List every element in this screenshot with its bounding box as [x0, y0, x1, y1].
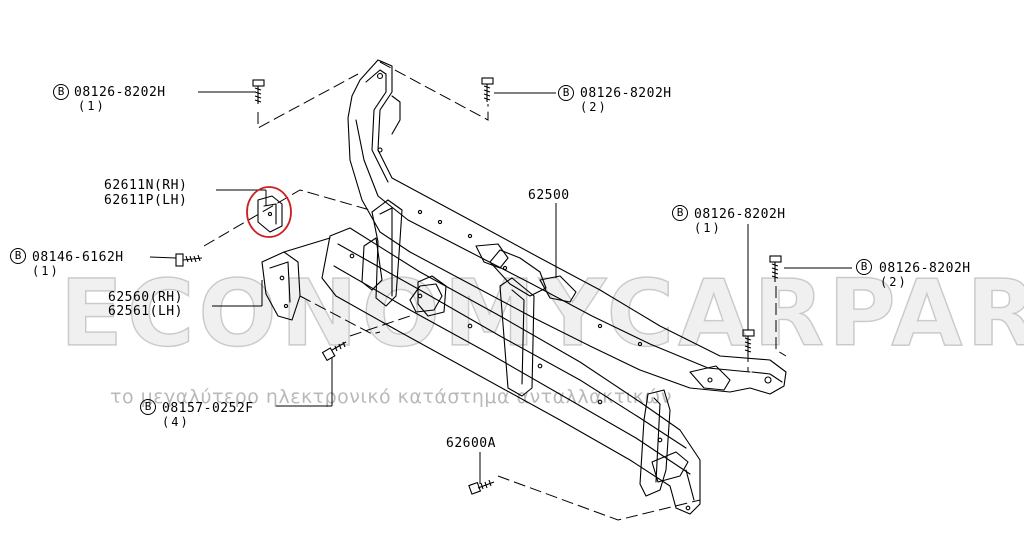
hood-lock-frame	[409, 283, 443, 313]
part-label-62561: 62561(LH)	[108, 304, 183, 319]
b-mark-icon: B	[53, 84, 69, 100]
b-mark-icon: B	[140, 399, 156, 415]
upper-radiator-support	[347, 59, 787, 395]
part-number-label: 08126-8202H	[580, 86, 672, 101]
quantity-label: (2)	[880, 275, 908, 289]
bolt-icon	[468, 479, 495, 495]
right-side-stay	[639, 389, 689, 497]
quantity-label: (1)	[32, 264, 60, 278]
watermark-slogan: το μεγαλύτερο ηλεκτρονικό κατάστημα αντα…	[110, 386, 672, 408]
part-number-label: 08146-6162H	[32, 250, 124, 265]
part-number-label: 08126-8202H	[74, 85, 166, 100]
part-label-62560: 62560(RH)	[108, 290, 183, 305]
b-mark-icon: B	[672, 205, 688, 221]
bolt-icon	[769, 255, 782, 282]
watermark-brand: ECONOMYCARPARTS.GR	[59, 259, 1024, 368]
quantity-label: (2)	[580, 100, 608, 114]
part-number-label: 08126-8202H	[694, 207, 786, 222]
assembly-dashes	[203, 61, 787, 521]
bracket-62560	[261, 237, 331, 321]
quantity-label: (1)	[78, 99, 106, 113]
part-number-label: 08157-0252F	[162, 401, 254, 416]
part-label-62611n: 62611N(RH)	[104, 178, 188, 193]
part-label-62600a: 62600A	[446, 436, 496, 451]
left-side-stay	[361, 199, 403, 307]
bracket-62611	[257, 195, 283, 233]
part-label-62500: 62500	[528, 188, 570, 203]
b-mark-icon: B	[856, 259, 872, 275]
b-mark-icon: B	[10, 248, 26, 264]
bolt-icon	[175, 253, 203, 267]
bolt-icon	[252, 79, 265, 104]
bolts	[175, 77, 782, 495]
leader-lines	[149, 91, 852, 484]
bolt-icon	[321, 341, 347, 362]
quantity-label: (4)	[162, 415, 190, 429]
center-hood-lock-stay	[417, 249, 547, 397]
part-label-62611p: 62611P(LH)	[104, 193, 188, 208]
bolt-icon	[481, 77, 494, 102]
quantity-label: (1)	[694, 221, 722, 235]
b-mark-icon: B	[558, 85, 574, 101]
highlight-circle	[246, 186, 292, 238]
lower-radiator-support	[321, 227, 701, 515]
part-number-label: 08126-8202H	[879, 261, 971, 276]
